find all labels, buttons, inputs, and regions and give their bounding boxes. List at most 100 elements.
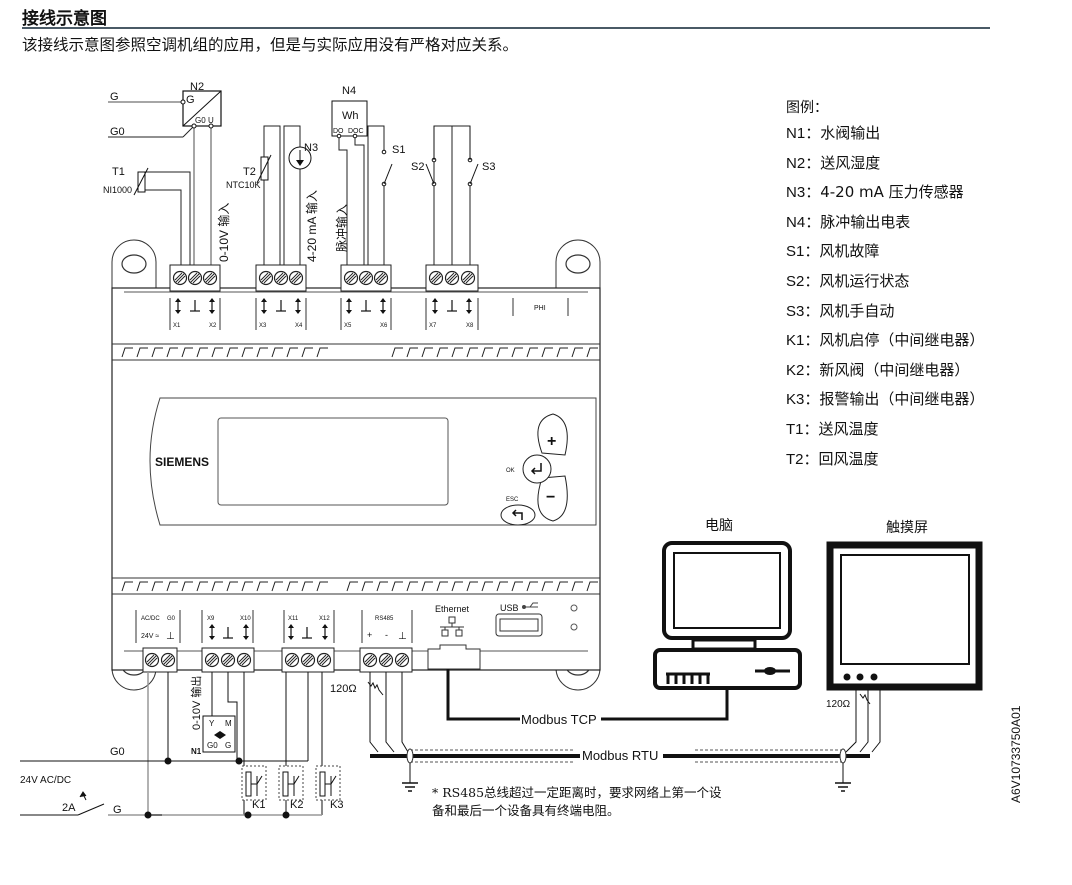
n2-g-terminal: G — [186, 94, 195, 106]
vent-slot — [136, 347, 148, 358]
plus-label: + — [547, 433, 556, 450]
terminal-x8: X8 — [466, 323, 474, 329]
back-icon — [511, 509, 523, 520]
minus-button[interactable] — [537, 475, 568, 522]
supply-g-bottom-label: G — [113, 804, 122, 816]
terminal-x4: X4 — [295, 323, 303, 329]
n1-water-valve: Y M G0 G N1 — [191, 715, 236, 756]
power-24v-label: 24V ≈ — [141, 633, 159, 640]
vent-slot — [316, 581, 328, 592]
modbus-tcp-label: Modbus TCP — [521, 712, 597, 727]
power-acdc-label: AC/DC — [141, 616, 160, 622]
n4-pulse-meter: N4 Wh DO DOC — [331, 85, 368, 139]
g0-bus-label: G0 — [110, 746, 125, 758]
page-subtitle: 该接线示意图参照空调机组的应用，但是与实际应用没有严格对应关系。 — [22, 36, 519, 54]
vent-slot — [511, 581, 523, 592]
legend-heading: 图例： — [786, 100, 828, 116]
vent-slot — [511, 347, 523, 358]
power-g0-label: G0 — [167, 616, 176, 622]
legend-item: N2：送风湿度 — [786, 153, 984, 183]
vent-slot — [406, 581, 418, 592]
terminal-x5: X5 — [344, 323, 352, 329]
relay-k1: K1 — [241, 765, 267, 811]
vent-slot — [166, 581, 178, 592]
vent-slot — [586, 581, 598, 592]
legend-item: S3：风机手自动 — [786, 301, 984, 331]
legend-code: S1 — [786, 243, 805, 261]
vent-slot — [391, 581, 403, 592]
terminal-block-x3-x4: X3 X4 — [255, 264, 307, 330]
vent-slot — [556, 581, 568, 592]
legend-separator: ： — [804, 390, 820, 409]
legend-separator: ： — [803, 449, 819, 468]
n4-label: N4 — [342, 85, 356, 97]
vent-slot — [301, 347, 313, 358]
plus-button[interactable] — [537, 413, 568, 456]
ethernet-port[interactable] — [427, 644, 481, 670]
terminal-block-x7-x8: X7 X8 — [425, 264, 479, 330]
legend-item: S2：风机运行状态 — [786, 271, 984, 301]
legend-code: T2 — [786, 450, 804, 468]
vent-slot — [121, 581, 133, 592]
vent-slot — [136, 581, 148, 592]
vent-slot — [481, 581, 493, 592]
ok-button[interactable] — [522, 454, 552, 484]
terminal-x6: X6 — [380, 323, 388, 329]
legend-item: K1：风机启停（中间继电器） — [786, 330, 984, 360]
vent-slot — [211, 347, 223, 358]
legend-code: S2 — [786, 272, 805, 290]
legend-separator: ： — [804, 331, 820, 350]
vent-slot — [181, 581, 193, 592]
vent-slot — [361, 581, 373, 592]
s1-label: S1 — [392, 144, 405, 156]
vent-slot — [436, 581, 448, 592]
t2-temperature-sensor: T2 NTC10K — [226, 154, 272, 190]
n1-g0-terminal: G0 — [207, 741, 218, 750]
k1-label: K1 — [252, 799, 265, 811]
supply-g-label: G — [110, 91, 119, 103]
legend-description: 风机手自动 — [819, 301, 895, 320]
pc-label: 电脑 — [705, 517, 733, 533]
rs485-note-line2: 备和最后一个设备具有终端电阻。 — [432, 803, 620, 818]
relay-k2: K2 — [278, 765, 304, 811]
legend-description: 风机故障 — [819, 242, 880, 261]
status-led-1 — [570, 604, 578, 612]
n4-wh: Wh — [342, 110, 359, 122]
vent-slot — [451, 347, 463, 358]
legend-item: N3：4-20 mA 压力传感器 — [786, 182, 984, 212]
legend-separator: ： — [805, 153, 821, 172]
document-id: A6V10733750A01 — [1009, 705, 1023, 803]
rs485-plus: + — [367, 630, 372, 640]
vent-slot — [196, 347, 208, 358]
vent-slot — [451, 581, 463, 592]
vent-slot — [121, 347, 133, 358]
legend-item: T1：送风温度 — [786, 419, 984, 449]
vent-slot — [556, 347, 568, 358]
controller-keypad: + − OK ESC — [500, 413, 568, 526]
esc-button[interactable] — [500, 504, 536, 526]
power-gnd-symbol: ⊥ — [166, 631, 175, 642]
title-divider — [22, 27, 990, 29]
legend-separator: ： — [803, 419, 819, 438]
vent-slot — [586, 347, 598, 358]
ground-symbol-left — [401, 762, 419, 792]
t2-type: NTC10K — [226, 180, 261, 190]
vent-slot — [151, 347, 163, 358]
legend-description: 回风温度 — [818, 449, 879, 468]
ok-label: OK — [506, 468, 515, 474]
lcd-display — [217, 417, 449, 506]
n1-m-terminal: M — [225, 719, 232, 728]
vent-slot — [391, 347, 403, 358]
vent-slot — [496, 581, 508, 592]
relay-k3: K3 — [315, 765, 343, 811]
valve-icon — [214, 731, 226, 739]
input-pulse-label: 脉冲输入 — [334, 204, 349, 252]
input-4-20ma-label: 4-20 mA 输入 — [304, 190, 319, 262]
vent-slot — [271, 347, 283, 358]
vent-slot — [151, 581, 163, 592]
legend-separator: ： — [805, 183, 821, 202]
legend-description: 风机启停（中间继电器） — [819, 331, 985, 350]
vent-slot — [286, 347, 298, 358]
legend-description: 报警输出（中间继电器） — [819, 390, 985, 409]
vent-slot — [496, 347, 508, 358]
